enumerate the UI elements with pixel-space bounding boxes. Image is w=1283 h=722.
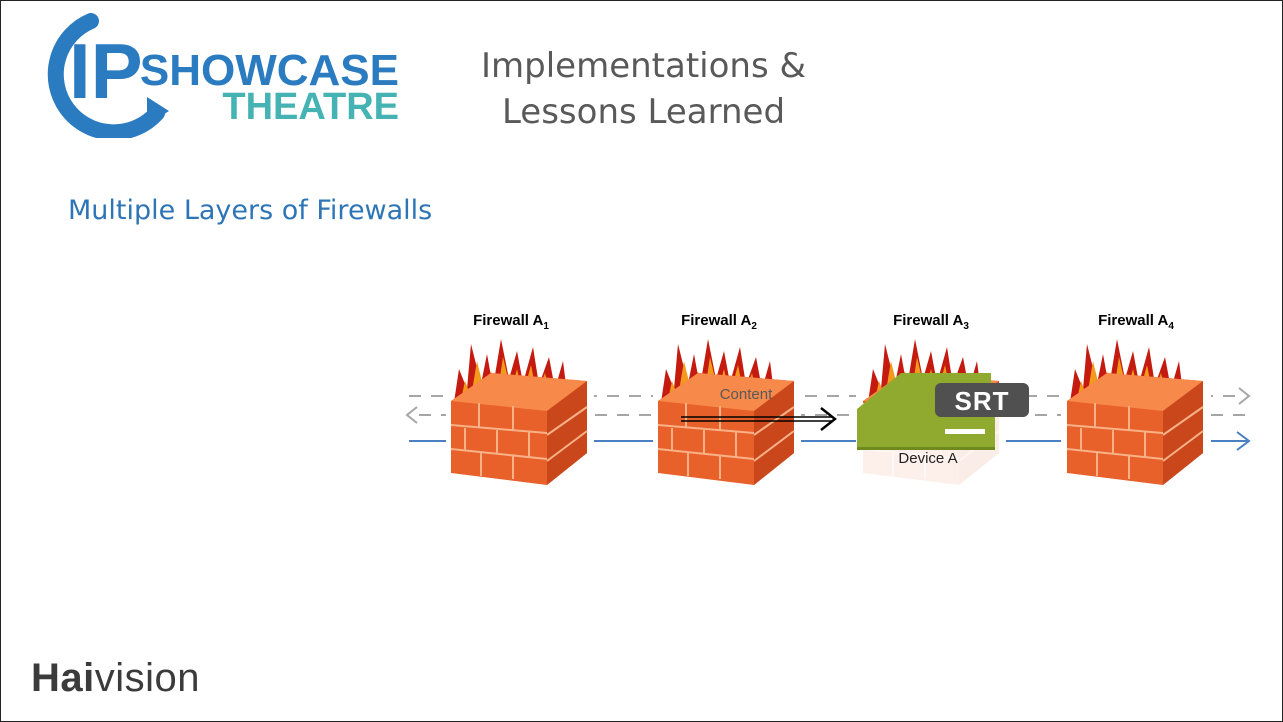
device-a-label: Device A (898, 450, 957, 467)
logo-mark-text: IP (69, 27, 143, 115)
content-label: Content (720, 386, 773, 403)
arrow-head-right-blue (1236, 431, 1251, 451)
firewall-a4-label: Firewall A4 (1098, 312, 1174, 332)
arrow-head-right-gray (1238, 387, 1251, 405)
page-title: Implementations & Lessons Learned (441, 43, 846, 135)
brand-light-part: vision (94, 656, 201, 700)
haivision-logo: Haivision (31, 656, 200, 701)
content-arrow: Content (681, 386, 837, 431)
firewall-a1: Firewall A1 (446, 312, 594, 486)
firewall-a1-label: Firewall A1 (473, 312, 549, 332)
firewall-a3-label: Firewall A3 (893, 312, 969, 332)
srt-badge: SRT (935, 383, 1029, 417)
firewall-a2: Firewall A2 (653, 312, 801, 486)
srt-badge-text: SRT (955, 386, 1010, 416)
device-a: SRT Device A (856, 373, 1029, 487)
firewall-a2-label: Firewall A2 (681, 312, 757, 332)
ip-logo-mark: IP (47, 13, 169, 138)
slide-subtitle: Multiple Layers of Firewalls (68, 195, 433, 226)
brand-bold-part: Hai (31, 656, 95, 700)
firewall-a4: Firewall A4 (1061, 312, 1211, 486)
arrow-head-left-gray (405, 406, 418, 424)
logo-theatre-text: THEATRE (222, 86, 399, 128)
title-line-2: Lessons Learned (501, 92, 786, 132)
ip-showcase-theatre-logo: IP SHOWCASE THEATRE (47, 13, 399, 138)
title-line-1: Implementations & (480, 46, 806, 86)
logo-showcase-text: SHOWCASE (140, 46, 399, 95)
